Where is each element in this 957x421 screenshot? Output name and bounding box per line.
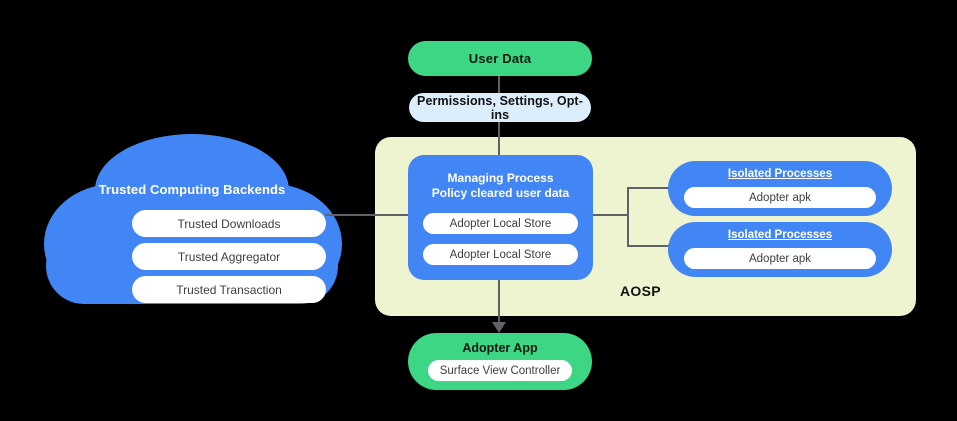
user-data-node[interactable]: User Data <box>408 41 592 76</box>
adopter-app-title: Adopter App <box>462 341 538 355</box>
arrow-down-icon <box>492 322 506 333</box>
adopter-apk-0[interactable]: Adopter apk <box>684 187 876 208</box>
cloud-title: Trusted Computing Backends <box>98 182 286 197</box>
aosp-label: AOSP <box>620 283 661 299</box>
adopter-local-store-0[interactable]: Adopter Local Store <box>423 213 578 234</box>
managing-process-title: Managing Process Policy cleared user dat… <box>408 171 593 201</box>
isolated-process-title-0: Isolated Processes <box>727 168 833 180</box>
cloud-item-trusted-downloads[interactable]: Trusted Downloads <box>132 210 326 237</box>
connector-branch-vertical <box>627 187 629 247</box>
connector-permissions-managing <box>498 122 500 155</box>
permissions-settings-optins-node[interactable]: Permissions, Settings, Opt-ins <box>409 93 591 122</box>
cloud-item-trusted-transaction[interactable]: Trusted Transaction <box>132 276 326 303</box>
surface-view-controller[interactable]: Surface View Controller <box>428 360 572 381</box>
connector-userdata-permissions <box>498 76 500 93</box>
isolated-process-node-0[interactable]: Isolated Processes Adopter apk <box>668 161 892 216</box>
trusted-computing-backends-cloud: Trusted Computing Backends Trusted Downl… <box>40 128 344 310</box>
cloud-item-trusted-aggregator[interactable]: Trusted Aggregator <box>132 243 326 270</box>
connector-managing-branch <box>593 214 629 216</box>
connector-cloud-managing <box>325 214 408 216</box>
isolated-process-node-1[interactable]: Isolated Processes Adopter apk <box>668 222 892 277</box>
managing-process-node[interactable]: Managing Process Policy cleared user dat… <box>408 155 593 280</box>
connector-branch-isolated-0 <box>627 187 670 189</box>
managing-process-title-line1: Managing Process <box>447 171 554 185</box>
adopter-apk-1[interactable]: Adopter apk <box>684 248 876 269</box>
isolated-process-title-1: Isolated Processes <box>727 229 833 241</box>
connector-branch-isolated-1 <box>627 245 670 247</box>
managing-process-title-line2: Policy cleared user data <box>431 186 570 200</box>
adopter-local-store-1[interactable]: Adopter Local Store <box>423 244 578 265</box>
connector-managing-adopterapp <box>498 280 500 324</box>
adopter-app-node[interactable]: Adopter App Surface View Controller <box>408 333 592 390</box>
